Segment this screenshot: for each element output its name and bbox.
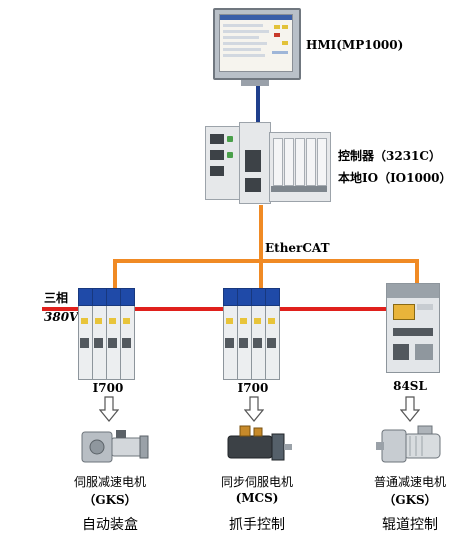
drive-model-label: I700 [92,381,124,395]
application-label: 辊道控制 [382,517,438,533]
motor-name-label: 普通减速电机 [373,475,447,489]
i700-drive-image [78,288,138,380]
hmi-panel-image [213,8,301,86]
ethercat-drop-1 [113,259,117,289]
drive-model-label: 84SL [393,379,427,393]
motor-code-label: (MCS) [235,491,279,505]
controller-image [205,120,331,205]
ethercat-drop-3 [415,259,419,285]
controller-bus-drop [259,205,263,262]
motor-name-label: 同步伺服电机 [220,475,294,489]
ethercat-label: EtherCAT [265,241,330,255]
standard-gear-motor-image [376,425,441,463]
motor-code-label: （GKS） [83,493,137,507]
i700-drive-image [223,288,283,380]
ethercat-drop-2 [259,259,263,289]
power-line [42,307,390,311]
application-label: 自动装盒 [82,517,138,533]
hmi-controller-link [256,84,260,124]
hmi-label: HMI(MP1000) [306,38,404,52]
controller-label: 控制器（3231C） [338,149,441,163]
application-label: 抓手控制 [229,517,285,533]
motor-name-label: 伺服减速电机 [73,475,147,489]
down-arrow-icon [244,396,264,422]
ethercat-bus-line [113,259,419,263]
drive-model-label: I700 [237,381,269,395]
power-label-voltage: 380V [44,310,79,324]
servo-gear-motor-image [81,430,149,463]
84sl-drive-image [386,283,440,373]
down-arrow-icon [400,396,420,422]
synchronous-servo-motor-image [227,425,292,461]
motor-code-label: （GKS） [383,493,437,507]
local-io-label: 本地IO（IO1000） [338,171,452,185]
down-arrow-icon [99,396,119,422]
power-label-phase: 三相 [44,291,69,305]
